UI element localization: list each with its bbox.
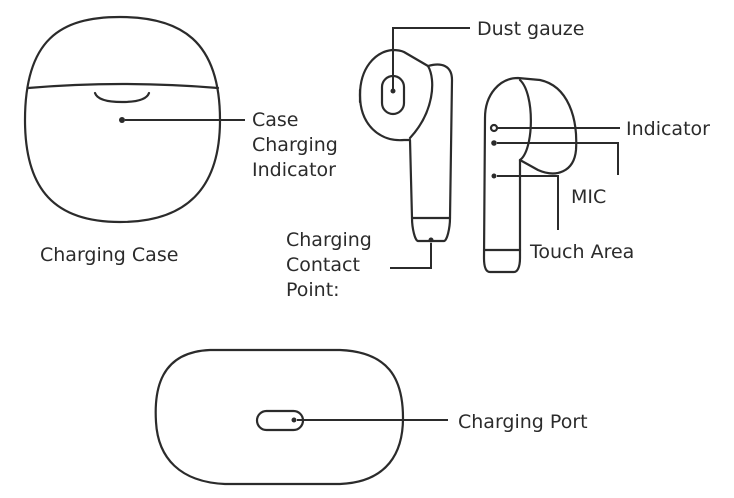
mic-label: MIC — [571, 186, 606, 208]
charging-contact-label-line3: Point: — [286, 279, 340, 301]
case-indicator-label-line3: Indicator — [252, 159, 336, 181]
left-earbud-inner-curve — [408, 64, 434, 140]
right-earbud-body — [482, 76, 578, 274]
right-earbud-drawing — [482, 76, 620, 274]
charging-case-lid-line — [26, 82, 220, 90]
indicator-label: Indicator — [626, 118, 710, 140]
case-bottom-drawing — [154, 348, 448, 486]
left-earbud-body — [358, 48, 454, 243]
charging-contact-label-line1: Charging — [286, 229, 372, 251]
mic-hole — [491, 140, 497, 146]
charging-port-label: Charging Port — [458, 411, 588, 433]
dust-gauze-leader — [392, 27, 470, 91]
touch-area-leader — [497, 175, 559, 230]
charging-contact-label-line2: Contact — [286, 254, 360, 276]
charging-port-dot — [291, 417, 297, 423]
charging-case-label: Charging Case — [40, 244, 178, 266]
charging-case-body — [23, 15, 222, 224]
charging-case-notch — [93, 91, 151, 104]
case-indicator-dot — [119, 117, 125, 123]
dust-gauze-label: Dust gauze — [477, 18, 584, 40]
left-earbud-drawing — [358, 27, 470, 269]
charging-case-drawing — [23, 15, 245, 224]
case-indicator-label-line2: Charging — [252, 134, 338, 156]
charging-contact-leader — [390, 243, 432, 269]
case-bottom-body — [154, 348, 405, 486]
charging-contact-dot — [428, 237, 434, 243]
indicator-light — [489, 123, 499, 133]
mic-leader — [497, 142, 619, 175]
case-indicator-label-line1: Case — [252, 109, 299, 131]
right-earbud-inner-curve — [518, 78, 532, 162]
touch-area-label: Touch Area — [529, 241, 634, 263]
touch-area-dot — [491, 173, 497, 179]
